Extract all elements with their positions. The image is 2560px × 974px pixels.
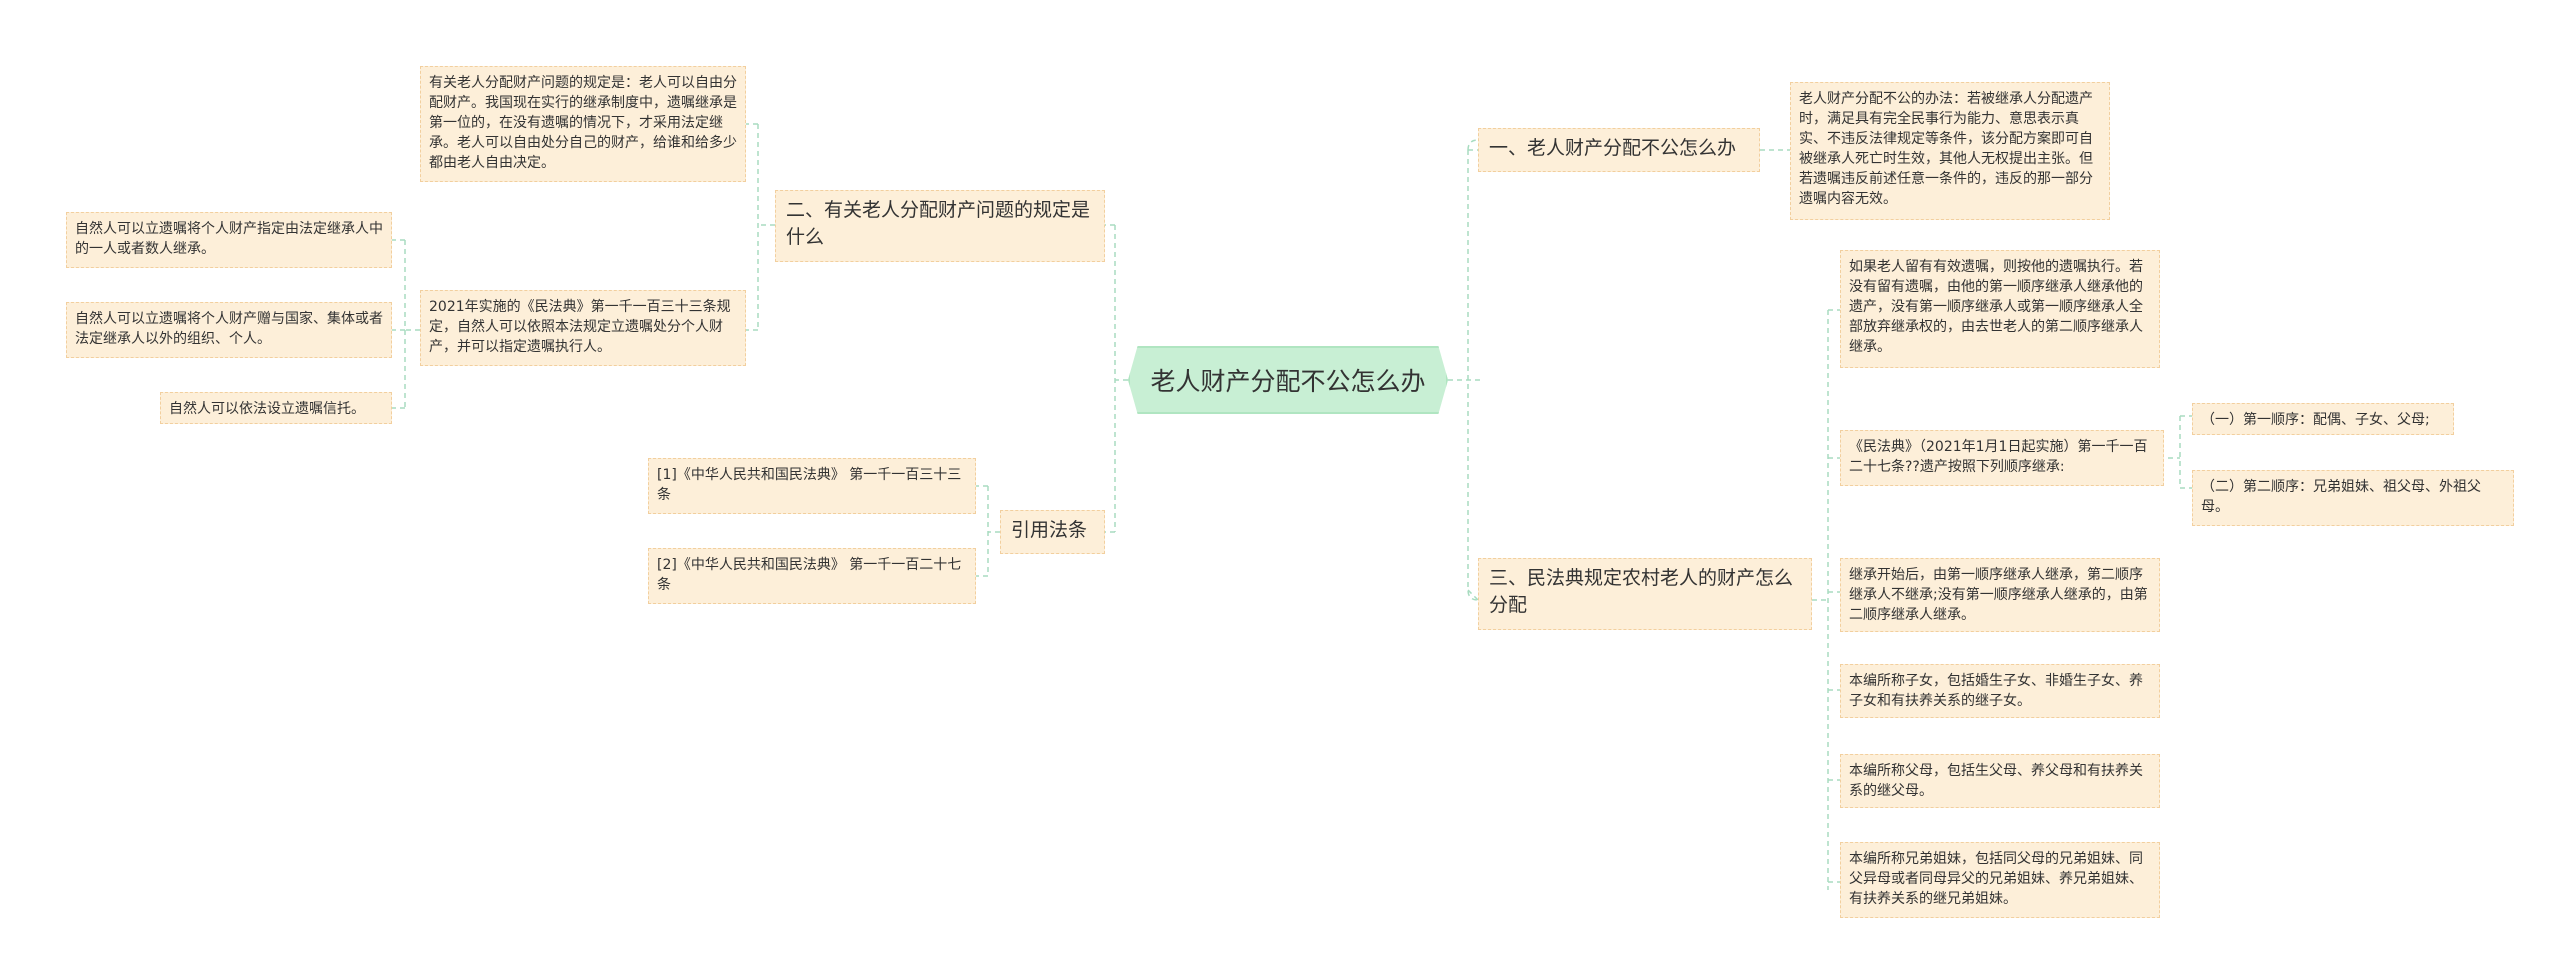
branch-1-label: 一、老人财产分配不公怎么办	[1489, 137, 1737, 159]
root-topic-label: 老人财产分配不公怎么办	[1150, 367, 1426, 396]
inheritance-order-1[interactable]: （一）第一顺序：配偶、子女、父母;	[2192, 403, 2454, 435]
edge-b3-leaves	[1827, 309, 1840, 890]
edge-law-orders	[2168, 415, 2192, 489]
branch-4-node[interactable]: 引用法条	[1000, 510, 1105, 554]
inheritance-order-2[interactable]: （二）第二顺序：兄弟姐妹、祖父母、外祖父母。	[2192, 470, 2514, 526]
inheritance-order-2-content: （二）第二顺序：兄弟姐妹、祖父母、外祖父母。	[2201, 479, 2481, 515]
branch-3-law-text[interactable]: 《民法典》（2021年1月1日起实施）第一千一百二十七条??遗产按照下列顺序继承…	[1840, 430, 2164, 486]
branch-1-node[interactable]: 一、老人财产分配不公怎么办	[1478, 128, 1760, 172]
branch-3-law-content: 《民法典》（2021年1月1日起实施）第一千一百二十七条??遗产按照下列顺序继承…	[1849, 439, 2148, 475]
branch-3-siblings-content: 本编所称兄弟姐妹，包括同父母的兄弟姐妹、同父异母或者同母异父的兄弟姐妹、养兄弟姐…	[1849, 851, 2143, 907]
branch-3-will-text[interactable]: 如果老人留有有效遗嘱，则按他的遗嘱执行。若没有留有遗嘱，由他的第一顺序继承人继承…	[1840, 250, 2160, 368]
branch-3-children-text[interactable]: 本编所称子女，包括婚生子女、非婚生子女、养子女和有扶养关系的继子女。	[1840, 664, 2160, 718]
branch-2-law-text[interactable]: 2021年实施的《民法典》第一千一百三十三条规定，自然人可以依照本法规定立遗嘱处…	[420, 290, 746, 366]
reference-1[interactable]: [1]《中华人民共和国民法典》 第一千一百三十三条	[648, 458, 976, 514]
branch-3-node[interactable]: 三、民法典规定农村老人的财产怎么分配	[1478, 558, 1812, 630]
branch-1-text-content: 老人财产分配不公的办法：若被继承人分配遗产时，满足具有完全民事行为能力、意思表示…	[1799, 91, 2093, 207]
branch-3-parents-content: 本编所称父母，包括生父母、养父母和有扶养关系的继父母。	[1849, 763, 2143, 799]
branch-3-children-content: 本编所称子女，包括婚生子女、非婚生子女、养子女和有扶养关系的继子女。	[1849, 673, 2143, 709]
branch-2-rule-text[interactable]: 有关老人分配财产问题的规定是：老人可以自由分配财产。我国现在实行的继承制度中，遗…	[420, 66, 746, 182]
reference-1-content: [1]《中华人民共和国民法典》 第一千一百三十三条	[657, 467, 962, 503]
branch-3-start-text[interactable]: 继承开始后，由第一顺序继承人继承，第二顺序继承人不继承;没有第一顺序继承人继承的…	[1840, 558, 2160, 632]
will-option-1[interactable]: 自然人可以立遗嘱将个人财产指定由法定继承人中的一人或者数人继承。	[66, 212, 392, 268]
branch-4-label: 引用法条	[1011, 519, 1088, 541]
edge-b2-trunk	[746, 123, 775, 331]
inheritance-order-1-content: （一）第一顺序：配偶、子女、父母;	[2201, 412, 2430, 428]
branch-2-label: 二、有关老人分配财产问题的规定是什么	[786, 199, 1091, 248]
reference-2-content: [2]《中华人民共和国民法典》 第一千一百二十七条	[657, 557, 962, 593]
branch-1-text[interactable]: 老人财产分配不公的办法：若被继承人分配遗产时，满足具有完全民事行为能力、意思表示…	[1790, 82, 2110, 220]
branch-3-label: 三、民法典规定农村老人的财产怎么分配	[1489, 567, 1794, 616]
branch-2-node[interactable]: 二、有关老人分配财产问题的规定是什么	[775, 190, 1105, 262]
root-topic[interactable]: 老人财产分配不公怎么办	[1128, 346, 1448, 414]
edge-trunk-left	[1105, 224, 1116, 533]
will-option-2[interactable]: 自然人可以立遗嘱将个人财产赠与国家、集体或者法定继承人以外的组织、个人。	[66, 302, 392, 358]
edge-b3	[1467, 589, 1479, 601]
will-option-3-content: 自然人可以依法设立遗嘱信托。	[169, 401, 365, 417]
branch-3-will-content: 如果老人留有有效遗嘱，则按他的遗嘱执行。若没有留有遗嘱，由他的第一顺序继承人继承…	[1849, 259, 2143, 355]
will-option-3[interactable]: 自然人可以依法设立遗嘱信托。	[160, 392, 392, 424]
edge-trunk-right	[1467, 139, 1479, 601]
branch-3-parents-text[interactable]: 本编所称父母，包括生父母、养父母和有扶养关系的继父母。	[1840, 754, 2160, 808]
edge-b4-refs	[976, 485, 1000, 577]
branch-3-siblings-text[interactable]: 本编所称兄弟姐妹，包括同父母的兄弟姐妹、同父异母或者同母异父的兄弟姐妹、养兄弟姐…	[1840, 842, 2160, 918]
edge-law-subs	[392, 239, 420, 409]
branch-3-start-content: 继承开始后，由第一顺序继承人继承，第二顺序继承人不继承;没有第一顺序继承人继承的…	[1849, 567, 2148, 623]
will-option-1-content: 自然人可以立遗嘱将个人财产指定由法定继承人中的一人或者数人继承。	[75, 221, 383, 257]
reference-2[interactable]: [2]《中华人民共和国民法典》 第一千一百二十七条	[648, 548, 976, 604]
will-option-2-content: 自然人可以立遗嘱将个人财产赠与国家、集体或者法定继承人以外的组织、个人。	[75, 311, 383, 347]
branch-2-rule-content: 有关老人分配财产问题的规定是：老人可以自由分配财产。我国现在实行的继承制度中，遗…	[429, 75, 737, 171]
branch-2-law-content: 2021年实施的《民法典》第一千一百三十三条规定，自然人可以依照本法规定立遗嘱处…	[429, 299, 731, 355]
